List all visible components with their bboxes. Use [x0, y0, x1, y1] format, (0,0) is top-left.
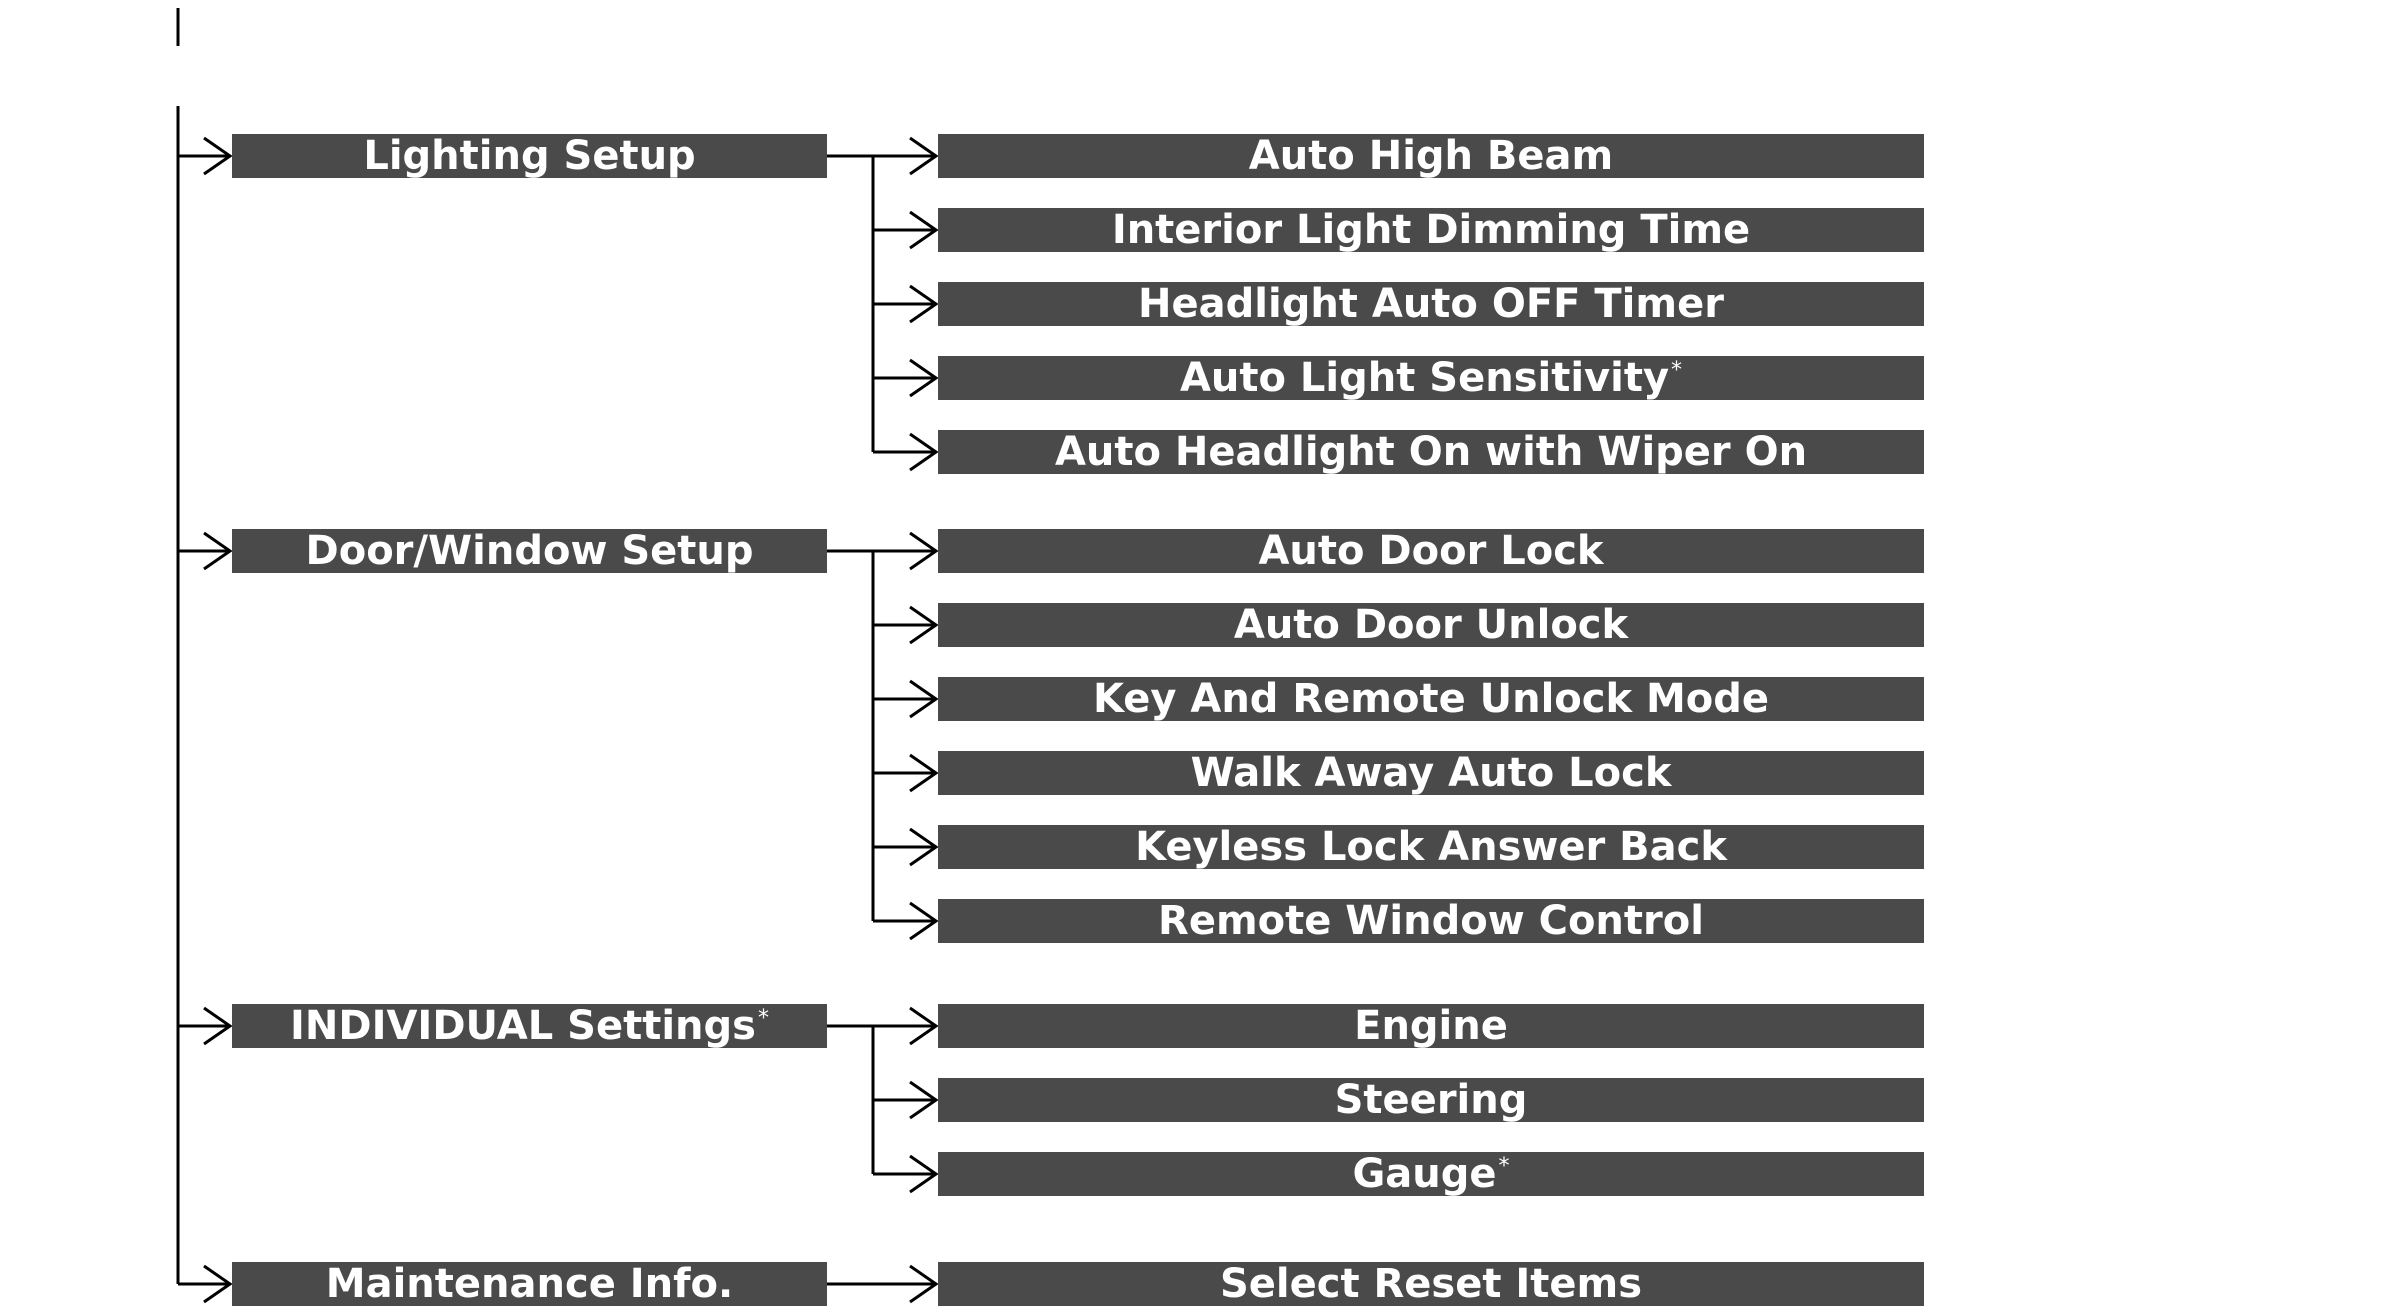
setting-item: Remote Window Control [938, 899, 1924, 943]
arrow-head [909, 1264, 939, 1304]
category-4: Maintenance Info. [232, 1262, 827, 1306]
setting-item-label: Select Reset Items [1219, 1262, 1643, 1306]
arrow-head [909, 1080, 939, 1120]
category-2-label: Door/Window Setup [305, 529, 754, 573]
category-4-label: Maintenance Info. [325, 1262, 734, 1306]
setting-item: Gauge* [938, 1152, 1924, 1196]
setting-item: Key And Remote Unlock Mode [938, 677, 1924, 721]
setting-item-label: Auto High Beam [1248, 134, 1614, 178]
arrow-head [909, 1006, 939, 1046]
setting-item: Headlight Auto OFF Timer [938, 282, 1924, 326]
category-1-label: Lighting Setup [363, 134, 696, 178]
arrow-head [909, 1154, 939, 1194]
setting-item: Keyless Lock Answer Back [938, 825, 1924, 869]
footnote-asterisk: * [757, 1006, 769, 1031]
setting-item: Auto Door Lock [938, 529, 1924, 573]
arrow-head [909, 753, 939, 793]
arrow-head [909, 605, 939, 645]
arrow-head [909, 679, 939, 719]
category-2: Door/Window Setup [232, 529, 827, 573]
setting-item-label: Auto Light Sensitivity [1179, 356, 1670, 400]
arrow-head [909, 827, 939, 867]
arrow-head [909, 136, 939, 176]
footnote-asterisk: * [1498, 1154, 1510, 1179]
setting-item: Engine [938, 1004, 1924, 1048]
setting-item: Interior Light Dimming Time [938, 208, 1924, 252]
setting-item-label: Remote Window Control [1158, 899, 1704, 943]
arrow-head [909, 901, 939, 941]
setting-item-label: Steering [1334, 1078, 1528, 1122]
setting-item: Auto Door Unlock [938, 603, 1924, 647]
footnote-asterisk: * [1671, 358, 1683, 383]
setting-item: Auto High Beam [938, 134, 1924, 178]
arrow-head [909, 210, 939, 250]
category-1: Lighting Setup [232, 134, 827, 178]
setting-item-label: Walk Away Auto Lock [1190, 751, 1672, 795]
arrow-head [203, 1264, 233, 1304]
arrow-head [203, 136, 233, 176]
setting-item: Auto Headlight On with Wiper On [938, 430, 1924, 474]
setting-item: Auto Light Sensitivity* [938, 356, 1924, 400]
arrow-head [909, 432, 939, 472]
setting-item: Walk Away Auto Lock [938, 751, 1924, 795]
setting-item: Steering [938, 1078, 1924, 1122]
setting-item-label: Engine [1354, 1004, 1508, 1048]
arrow-head [909, 284, 939, 324]
arrow-head [909, 531, 939, 571]
category-3-label: INDIVIDUAL Settings [290, 1004, 756, 1048]
category-3: INDIVIDUAL Settings* [232, 1004, 827, 1048]
setting-item-label: Key And Remote Unlock Mode [1092, 677, 1770, 721]
setting-item-label: Headlight Auto OFF Timer [1138, 282, 1724, 326]
setting-item-label: Gauge [1352, 1152, 1497, 1196]
setting-item-label: Auto Door Unlock [1233, 603, 1629, 647]
arrow-head [909, 358, 939, 398]
setting-item-label: Auto Headlight On with Wiper On [1054, 430, 1808, 474]
setting-item-label: Keyless Lock Answer Back [1135, 825, 1727, 869]
setting-item-label: Auto Door Lock [1258, 529, 1604, 573]
arrow-head [203, 1006, 233, 1046]
setting-item-label: Interior Light Dimming Time [1111, 208, 1751, 252]
arrow-head [203, 531, 233, 571]
setting-item: Select Reset Items [938, 1262, 1924, 1306]
